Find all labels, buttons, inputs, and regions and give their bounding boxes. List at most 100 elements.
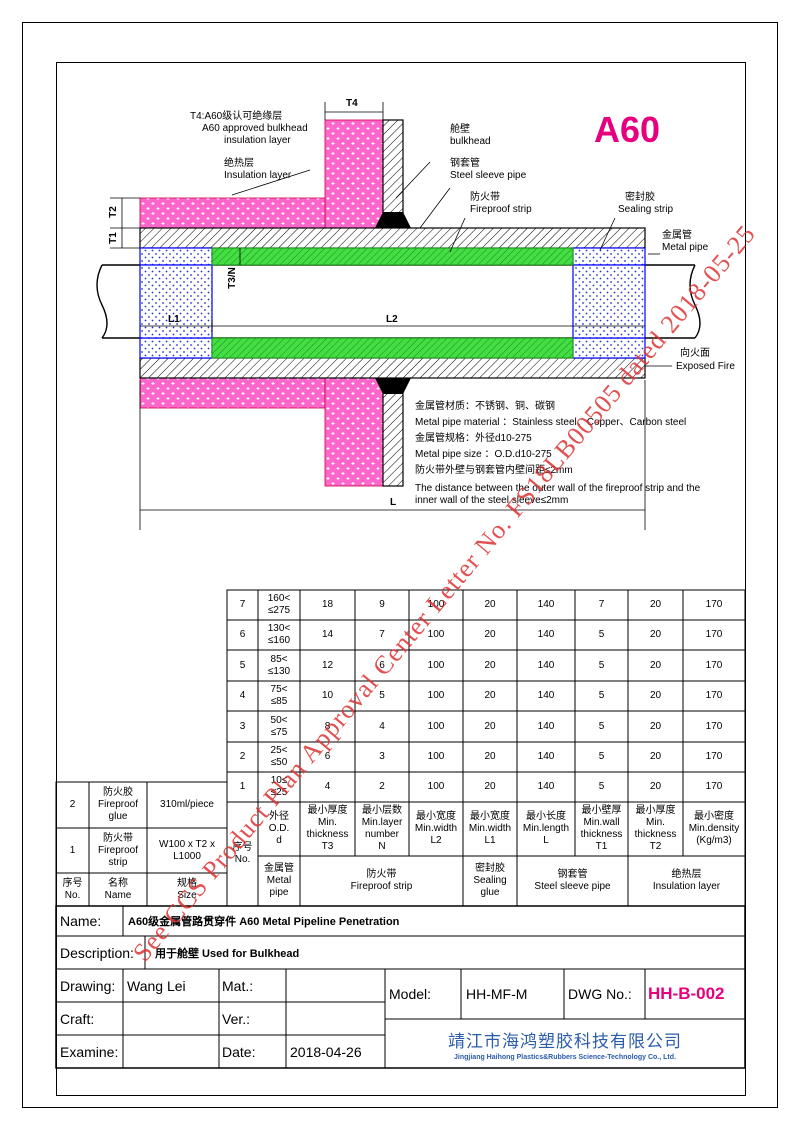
drawing-label: Drawing: xyxy=(60,977,116,994)
callout-insulation-en: Insulation layer xyxy=(224,170,292,181)
header-l1: 最小宽度 Min.width L1 xyxy=(468,811,512,846)
cell-t3: 6 xyxy=(324,751,331,762)
date-value: 2018-04-26 xyxy=(290,1043,362,1060)
cell-t2: 20 xyxy=(649,629,662,640)
cell-od: 25< ≤50 xyxy=(270,745,288,768)
cell-n: 6 xyxy=(379,659,385,671)
callout-insulation-cn: 绝热层 xyxy=(224,158,254,169)
callout-sleeve-en: Steel sleeve pipe xyxy=(450,170,527,181)
note-line: inner wall of the steel sleeve≤2mm xyxy=(415,495,569,506)
header-t2: 最小厚度 Min. thickness T2 xyxy=(634,805,677,852)
group-metal-pipe: 金属管 Metal pipe xyxy=(264,863,294,898)
cell-name: 防火胶 Fireproof glue xyxy=(97,787,138,822)
examine-label: Examine: xyxy=(60,1043,119,1060)
cell-l2: 100 xyxy=(427,599,445,610)
company-logo-block: 靖江市海鸿塑胶科技有限公司 Jingjiang Haihong Plastics… xyxy=(385,1019,745,1068)
cell-l1: 20 xyxy=(484,659,496,671)
callout-bulkhead-en: bulkhead xyxy=(450,136,491,147)
group-sealing-glue: 密封胶 Sealing glue xyxy=(473,863,507,898)
cell-l2: 100 xyxy=(427,751,445,762)
header-l2: 最小宽度 Min.width L2 xyxy=(414,811,458,846)
cell-n: 4 xyxy=(379,720,385,732)
dim-l1: L1 xyxy=(168,314,180,325)
note-line: The distance between the outer wall of t… xyxy=(415,483,701,494)
callout-t4-en2: insulation layer xyxy=(224,135,291,146)
callout-sealing-en: Sealing strip xyxy=(618,204,674,215)
cell-od: 85< ≤130 xyxy=(267,653,291,677)
group-fireproof-strip: 防火带 Fireproof strip xyxy=(350,869,413,892)
header-t1: 最小壁厚 Min.wall thickness T1 xyxy=(580,805,623,852)
callout-metal-cn: 金属管 xyxy=(662,230,692,241)
cell-no: 1 xyxy=(239,781,246,792)
description-value: 用于舱壁 Used for Bulkhead xyxy=(155,947,300,960)
cell-no: 6 xyxy=(239,629,246,640)
inner-border xyxy=(56,62,746,1096)
cell-l1: 20 xyxy=(484,690,496,701)
group-steel-sleeve: 钢套管 Steel sleeve pipe xyxy=(534,869,611,892)
callout-exposed-en: Exposed Fire xyxy=(676,361,735,372)
material-label: Mat.: xyxy=(222,977,254,994)
note-line: 防火带外壁与钢套管内壁间距≤2mm xyxy=(415,465,573,476)
cell-l1: 20 xyxy=(484,599,496,610)
cell-density: 170 xyxy=(705,690,723,701)
cell-t3: 18 xyxy=(321,599,334,610)
cell-l: 140 xyxy=(537,720,555,732)
version-label: Ver.: xyxy=(222,1010,251,1027)
company-name-en: Jingjiang Haihong Plastics&Rubbers Scien… xyxy=(454,1053,676,1061)
cell-no: 2 xyxy=(239,751,246,762)
cell-no: 5 xyxy=(239,659,246,671)
cell-density: 170 xyxy=(705,781,723,792)
dwg-no-label: DWG No.: xyxy=(568,986,632,1002)
dimension-lines xyxy=(110,102,672,530)
cell-l2: 100 xyxy=(427,720,445,732)
cell-od: 50< ≤75 xyxy=(270,714,288,738)
cell-density: 170 xyxy=(705,629,723,640)
cell-l2: 100 xyxy=(427,629,445,640)
callout-exposed-cn: 向火面 xyxy=(680,348,710,359)
cell-l1: 20 xyxy=(484,781,496,792)
cell-name: 防火带 Fireproof strip xyxy=(97,832,138,868)
cell-no: 7 xyxy=(239,599,246,610)
cell-density: 170 xyxy=(705,751,723,762)
header-name: 名称 Name xyxy=(104,877,132,901)
header-od: 外径 O.D. d xyxy=(268,811,290,846)
cell-od: 75< ≤85 xyxy=(270,684,288,707)
cell-l2: 100 xyxy=(427,659,445,671)
header-n: 最小层数 Min.layer number N xyxy=(361,805,403,852)
cell-n: 9 xyxy=(379,599,385,610)
cell-od: 130< ≤160 xyxy=(267,623,291,646)
callout-bulkhead-cn: 舱壁 xyxy=(450,124,470,135)
company-name-cn: 靖江市海鸿塑胶科技有限公司 xyxy=(448,1031,682,1052)
cell-l1: 20 xyxy=(484,629,496,640)
cell-l: 140 xyxy=(537,781,555,792)
outer-border xyxy=(22,22,778,1108)
cell-no: 2 xyxy=(69,799,76,810)
date-label: Date: xyxy=(222,1043,256,1060)
cell-n: 3 xyxy=(379,751,385,762)
cell-t1: 5 xyxy=(598,659,605,671)
cell-t1: 5 xyxy=(598,690,605,701)
cell-density: 170 xyxy=(705,599,723,610)
header-no: 序号 No. xyxy=(232,842,253,865)
callout-metal-en: Metal pipe xyxy=(662,242,709,253)
cell-t3: 10 xyxy=(321,690,334,701)
callout-fireproof-cn: 防火带 xyxy=(470,192,500,203)
cell-n: 7 xyxy=(379,629,385,640)
fireproof-strip xyxy=(211,247,574,359)
model-value: HH-MF-M xyxy=(466,986,528,1002)
cell-density: 170 xyxy=(705,659,723,671)
cell-l: 140 xyxy=(537,659,555,671)
cell-t2: 20 xyxy=(649,720,662,732)
group-insulation: 绝热层 Insulation layer xyxy=(652,869,721,892)
callout-sleeve-cn: 钢套管 xyxy=(450,158,480,169)
description-label: Description: xyxy=(60,944,134,961)
header-density: 最小密度 Min.density (Kg/m3) xyxy=(688,811,740,846)
a60-badge: A60 xyxy=(594,109,661,150)
cell-t2: 20 xyxy=(649,599,662,610)
header-size: 规格 Size xyxy=(177,877,197,901)
cell-t2: 20 xyxy=(649,690,662,701)
note-line: Metal pipe size ：O.D.d10-275 xyxy=(415,449,552,460)
note-line: 金属管规格：外径d10-275 xyxy=(415,433,532,444)
cell-no: 3 xyxy=(239,720,246,732)
